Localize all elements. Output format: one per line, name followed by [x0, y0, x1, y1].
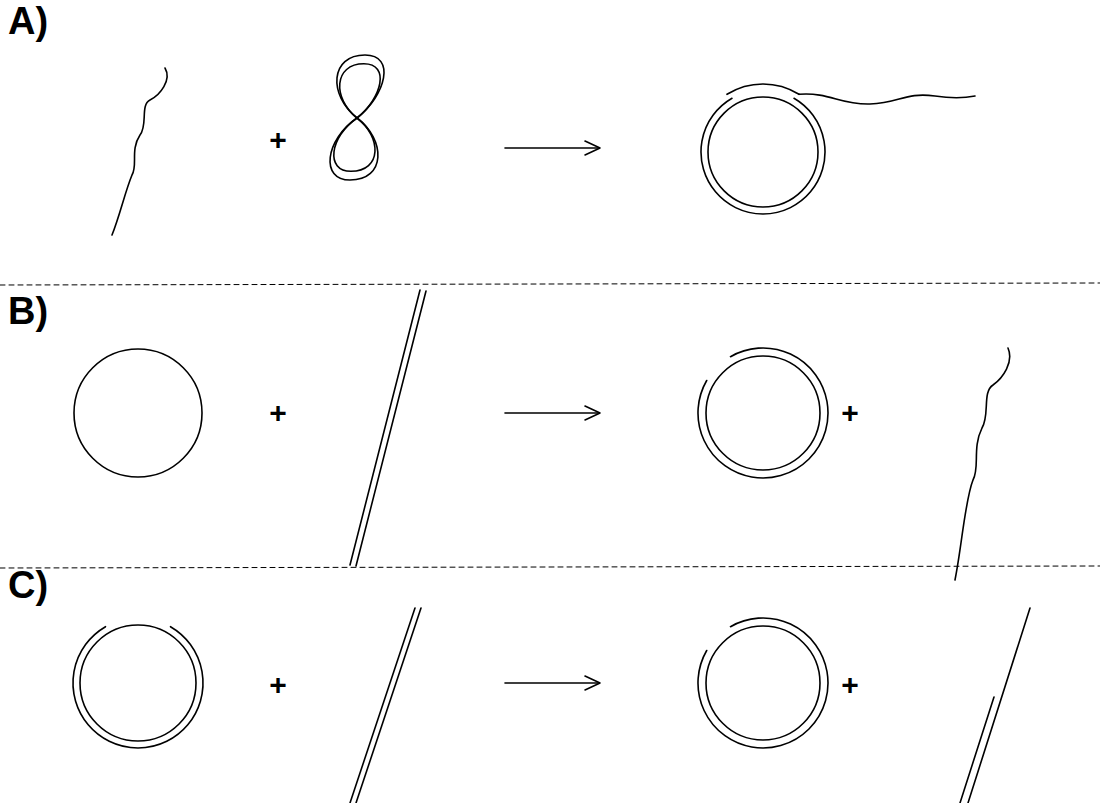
plus-sign: +: [269, 670, 287, 700]
linear-duplex: [350, 290, 426, 566]
reaction-arrow: [505, 141, 600, 155]
panel-separator: [0, 283, 1100, 285]
reaction-arrow: [505, 676, 600, 690]
reaction-arrow: [505, 406, 600, 420]
plus-sign: +: [269, 398, 287, 428]
figure-eight-duplex: [330, 55, 384, 180]
single-strand: [112, 68, 167, 235]
partial-duplex: [960, 608, 1030, 803]
gapped-duplex-circle: [73, 625, 203, 748]
plus-sign: +: [841, 670, 859, 700]
circle-with-tail: [701, 84, 975, 214]
panel-separator: [0, 566, 1100, 568]
gapped-duplex-circle: [698, 348, 828, 478]
plus-sign: +: [841, 398, 859, 428]
gapped-duplex-circle: [698, 618, 828, 748]
panel-label: C): [8, 566, 48, 604]
linear-duplex: [350, 608, 421, 803]
single-strand-circle: [74, 349, 202, 477]
panel-label: B): [8, 292, 48, 330]
displaced-strand: [955, 348, 1010, 580]
plus-sign: +: [269, 125, 287, 155]
panel-label: A): [8, 2, 48, 40]
